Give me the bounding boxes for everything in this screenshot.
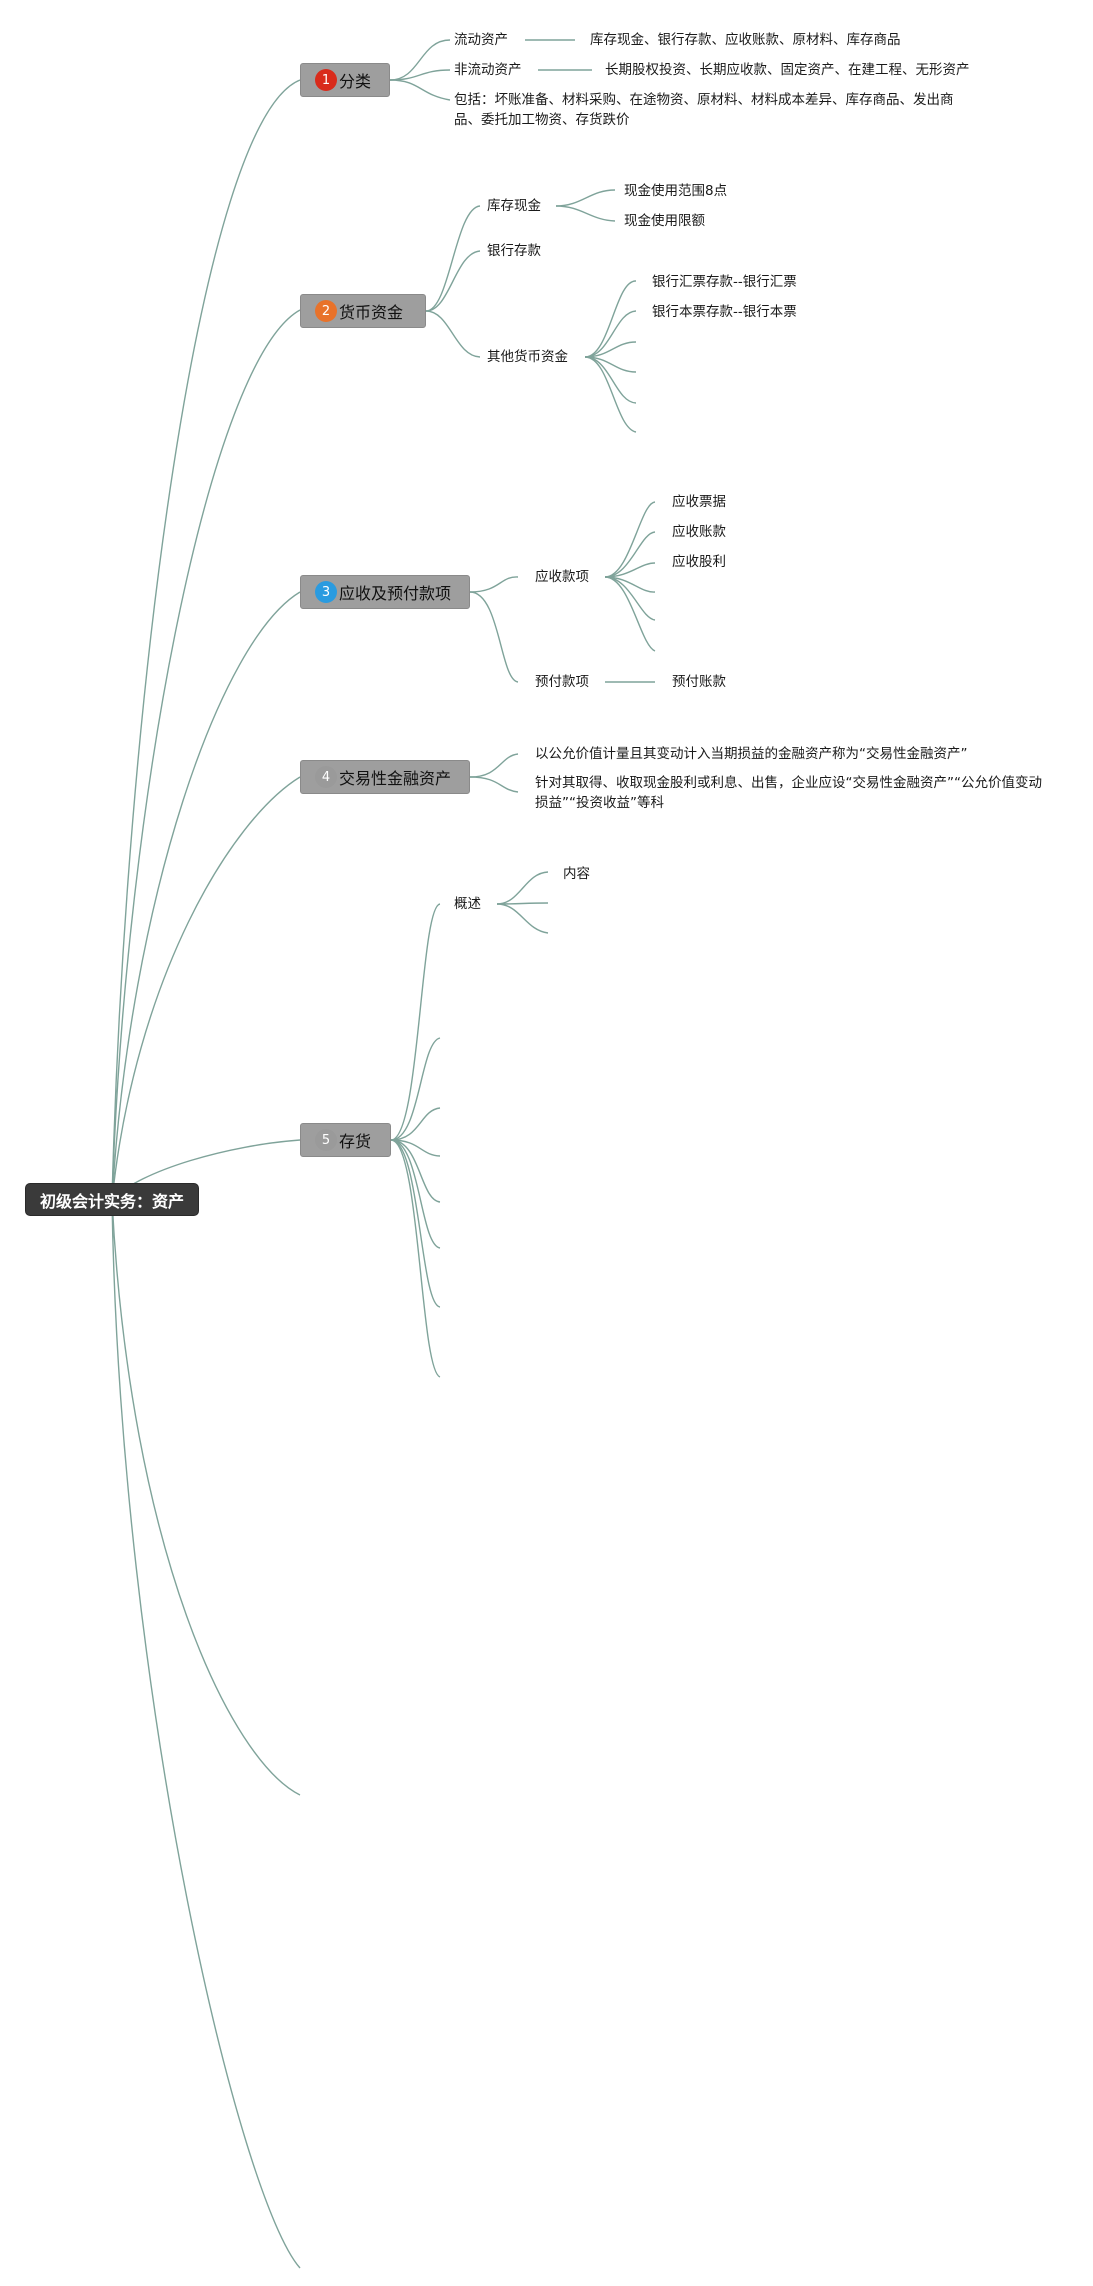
topic2-branches bbox=[425, 189, 637, 433]
item-dividends-receivable[interactable]: 应收股利 bbox=[672, 554, 726, 570]
subtopic-prepayments[interactable]: 预付款项 bbox=[535, 674, 589, 690]
topic-inventory[interactable]: 5 存货 bbox=[300, 1123, 391, 1157]
detail-noncurrent-assets[interactable]: 长期股权投资、长期应收款、固定资产、在建工程、无形资产 bbox=[605, 62, 970, 78]
number-badge-icon: 3 bbox=[315, 581, 337, 603]
topic5-branches bbox=[390, 871, 549, 1378]
subtopic-bank-deposits[interactable]: 银行存款 bbox=[487, 243, 541, 259]
topic-label: 交易性金融资产 bbox=[339, 769, 452, 788]
subtopic-other-monetary-funds[interactable]: 其他货币资金 bbox=[487, 349, 568, 365]
number-badge-icon: 5 bbox=[315, 1129, 337, 1151]
subtopic-noncurrent-assets[interactable]: 非流动资产 bbox=[454, 62, 522, 78]
item-advance-payments[interactable]: 预付账款 bbox=[672, 674, 726, 690]
topic4-branches bbox=[469, 753, 519, 793]
item-accounts-receivable[interactable]: 应收账款 bbox=[672, 524, 726, 540]
root-branches bbox=[111, 79, 301, 2269]
root-label: 初级会计实务：资产 bbox=[39, 1191, 184, 1211]
topic1-branches bbox=[389, 39, 592, 101]
item-cashier-order[interactable]: 银行本票存款--银行本票 bbox=[652, 304, 797, 320]
subtopic-definition[interactable]: 以公允价值计量且其变动计入当期损益的金融资产称为“交易性金融资产” bbox=[535, 746, 968, 762]
topic-label: 货币资金 bbox=[339, 303, 404, 322]
subtopic-current-assets[interactable]: 流动资产 bbox=[454, 32, 508, 48]
detail-current-assets[interactable]: 库存现金、银行存款、应收账款、原材料、库存商品 bbox=[590, 32, 901, 48]
item-notes-receivable[interactable]: 应收票据 bbox=[672, 494, 726, 510]
topic-label: 应收及预付款项 bbox=[339, 584, 452, 603]
topic3-branches bbox=[469, 501, 656, 683]
subtopic-accounts-setup[interactable]: 针对其取得、收取现金股利或利息、出售，企业应设“交易性金融资产”“公允价值变动损… bbox=[535, 775, 1042, 811]
subtopic-receivables[interactable]: 应收款项 bbox=[535, 569, 589, 585]
topic-label: 存货 bbox=[339, 1132, 372, 1151]
topic-classification[interactable]: 1 分类 bbox=[300, 63, 390, 97]
number-badge-icon: 2 bbox=[315, 300, 337, 322]
item-content[interactable]: 内容 bbox=[563, 866, 590, 882]
item-cash-limit[interactable]: 现金使用限额 bbox=[624, 213, 705, 229]
topic-trading-financial-assets[interactable]: 4 交易性金融资产 bbox=[300, 760, 470, 794]
topic-label: 分类 bbox=[339, 72, 372, 91]
item-bank-draft[interactable]: 银行汇票存款--银行汇票 bbox=[652, 274, 797, 290]
topic-receivables-prepayments[interactable]: 3 应收及预付款项 bbox=[300, 575, 470, 609]
topic-monetary-funds[interactable]: 2 货币资金 bbox=[300, 294, 426, 328]
number-badge-icon: 4 bbox=[315, 766, 337, 788]
subtopic-overview[interactable]: 概述 bbox=[454, 896, 481, 912]
root-topic[interactable]: 初级会计实务：资产 bbox=[25, 1183, 199, 1216]
item-cash-scope[interactable]: 现金使用范围8点 bbox=[624, 183, 728, 199]
subtopic-cash-on-hand[interactable]: 库存现金 bbox=[487, 198, 541, 214]
number-badge-icon: 1 bbox=[315, 69, 337, 91]
subtopic-includes[interactable]: 包括：坏账准备、材料采购、在途物资、原材料、材料成本差异、库存商品、发出商品、委… bbox=[454, 92, 954, 128]
